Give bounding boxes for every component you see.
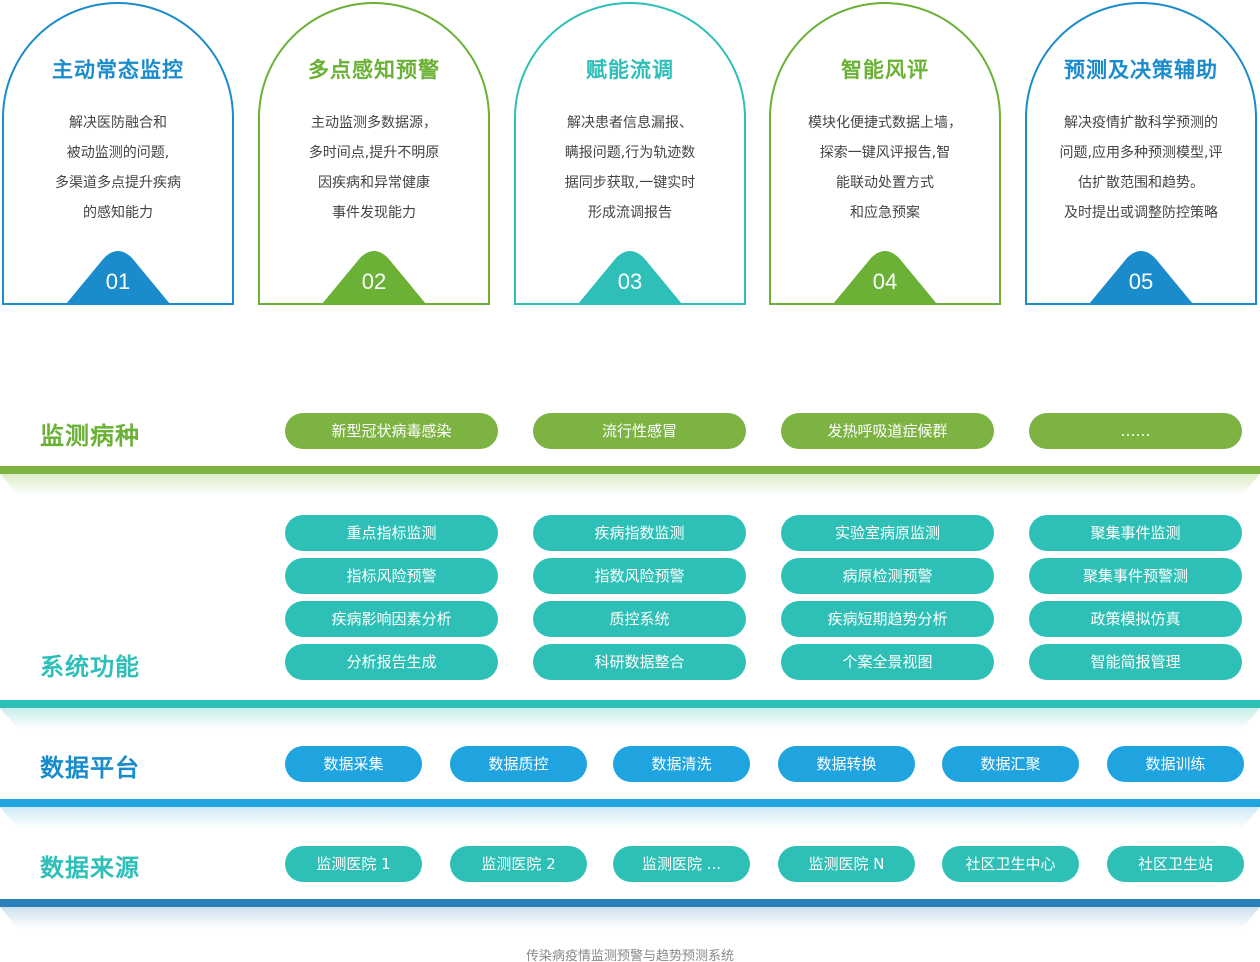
divider-shadow-diseases: [0, 474, 1260, 496]
card-description-line: 及时提出或调整防控策略: [1064, 205, 1218, 221]
card-number-badge: [578, 251, 682, 304]
feature-card-05: 预测及决策辅助解决疫情扩散科学预测的问题,应用多种预测模型,评估扩散范围和趋势。…: [1025, 2, 1257, 305]
function-tag: 实验室病原监测: [781, 515, 994, 551]
card-arch-frame: [769, 2, 1001, 305]
platform-tag: 数据汇聚: [942, 746, 1079, 782]
card-title: 赋能流调: [586, 58, 674, 82]
card-description-line: 被动监测的问题,: [66, 145, 170, 161]
divider-shadow-sources: [0, 907, 1260, 929]
function-tag: 疾病短期趋势分析: [781, 601, 994, 637]
section-label-sources: 数据来源: [40, 854, 140, 882]
divider-shadow-functions: [0, 708, 1260, 730]
card-description: 解决患者信息漏报、瞒报问题,行为轨迹数据同步获取,一键实时形成流调报告: [544, 108, 716, 228]
card-description-line: 模块化便捷式数据上墙，: [808, 115, 962, 131]
card-description-line: 据同步获取,一键实时: [564, 175, 696, 191]
card-description-line: 和应急预案: [850, 205, 920, 221]
card-description-line: 解决医防融合和: [69, 115, 167, 131]
card-arch-frame: [514, 2, 746, 305]
card-number: 04: [872, 269, 898, 294]
section-label-platform: 数据平台: [40, 754, 140, 782]
card-number-badge: [322, 251, 426, 304]
card-description-line: 瞒报问题,行为轨迹数: [564, 145, 696, 161]
card-description-line: 探索一键风评报告,智: [819, 145, 951, 161]
function-tag: 智能简报管理: [1029, 644, 1242, 680]
card-title: 智能风评: [841, 58, 929, 82]
function-tag: 重点指标监测: [285, 515, 498, 551]
card-description-line: 解决患者信息漏报、: [567, 115, 693, 131]
disease-tag: 发热呼吸道症候群: [781, 413, 994, 449]
card-title: 预测及决策辅助: [1064, 58, 1218, 82]
card-description-line: 解决疫情扩散科学预测的: [1064, 115, 1218, 131]
card-number: 05: [1128, 269, 1154, 294]
card-description: 解决疫情扩散科学预测的问题,应用多种预测模型,评估扩散范围和趋势。及时提出或调整…: [1055, 108, 1227, 228]
function-tag: 指标风险预警: [285, 558, 498, 594]
source-tag: 监测医院 1: [285, 846, 422, 882]
divider-bar-sources: [0, 899, 1260, 907]
card-arch-frame: [258, 2, 490, 305]
diagram-caption: 传染病疫情监测预警与趋势预测系统: [525, 949, 734, 962]
platform-tag: 数据采集: [285, 746, 422, 782]
function-tag: 个案全景视图: [781, 644, 994, 680]
source-tag: 监测医院 N: [778, 846, 915, 882]
function-tag: 疾病指数监测: [533, 515, 746, 551]
card-description-line: 主动监测多数据源，: [311, 115, 437, 131]
card-description-line: 形成流调报告: [588, 205, 672, 221]
card-description-line: 事件发现能力: [332, 205, 416, 221]
card-description: 模块化便捷式数据上墙， 探索一键风评报告,智能联动处置方式和应急预案: [799, 108, 971, 228]
section-label-diseases: 监测病种: [40, 422, 140, 450]
card-description-line: 多渠道多点提升疾病: [55, 175, 181, 191]
function-tag: 指数风险预警: [533, 558, 746, 594]
disease-tag: 流行性感冒: [533, 413, 746, 449]
function-tag: 聚集事件监测: [1029, 515, 1242, 551]
feature-card-03: 赋能流调解决患者信息漏报、瞒报问题,行为轨迹数据同步获取,一键实时形成流调报告 0…: [514, 2, 746, 305]
card-description-line: 能联动处置方式: [836, 175, 934, 191]
divider-bar-functions: [0, 700, 1260, 708]
function-tag: 疾病影响因素分析: [285, 601, 498, 637]
card-description-line: 估扩散范围和趋势。: [1078, 175, 1204, 191]
card-number: 03: [617, 269, 643, 294]
function-tag: 聚集事件预警测: [1029, 558, 1242, 594]
function-tag: 科研数据整合: [533, 644, 746, 680]
card-description: 解决医防融合和被动监测的问题, 多渠道多点提升疾病的感知能力: [32, 108, 204, 228]
platform-tag: 数据质控: [450, 746, 587, 782]
card-description-line: 因疾病和异常健康: [318, 175, 430, 191]
feature-card-02: 多点感知预警主动监测多数据源， 多时间点,提升不明原因疾病和异常健康事件发现能力 0…: [258, 2, 490, 305]
card-arch-frame: [1025, 2, 1257, 305]
source-tag: 社区卫生中心: [942, 846, 1079, 882]
divider-bar-diseases: [0, 466, 1260, 474]
section-label-functions: 系统功能: [40, 653, 140, 681]
card-number-badge: [1089, 251, 1193, 304]
card-description-line: 多时间点,提升不明原: [308, 145, 440, 161]
function-tag: 政策模拟仿真: [1029, 601, 1242, 637]
card-title: 主动常态监控: [52, 58, 184, 82]
source-tag: 监测医院 ...: [613, 846, 750, 882]
function-tag: 病原检测预警: [781, 558, 994, 594]
card-number: 02: [361, 269, 387, 294]
disease-tag: ……: [1029, 413, 1242, 449]
divider-bar-platform: [0, 799, 1260, 807]
source-tag: 社区卫生站: [1107, 846, 1244, 882]
feature-card-01: 主动常态监控解决医防融合和被动监测的问题, 多渠道多点提升疾病的感知能力 01: [1, 2, 234, 305]
disease-tag: 新型冠状病毒感染: [285, 413, 498, 449]
function-tag: 质控系统: [533, 601, 746, 637]
platform-tag: 数据训练: [1107, 746, 1244, 782]
card-description-line: 的感知能力: [83, 205, 153, 221]
source-tag: 监测医院 2: [450, 846, 587, 882]
card-description-line: 问题,应用多种预测模型,评: [1059, 145, 1223, 161]
platform-tag: 数据转换: [778, 746, 915, 782]
card-number: 01: [105, 269, 131, 294]
feature-card-04: 智能风评模块化便捷式数据上墙， 探索一键风评报告,智能联动处置方式和应急预案 04: [769, 2, 1001, 305]
divider-shadow-platform: [0, 807, 1260, 829]
card-arch-frame: [1, 2, 234, 305]
card-number-badge: [833, 251, 937, 304]
function-tag: 分析报告生成: [285, 644, 498, 680]
card-title: 多点感知预警: [308, 58, 440, 82]
platform-tag: 数据清洗: [613, 746, 750, 782]
card-description: 主动监测多数据源， 多时间点,提升不明原因疾病和异常健康事件发现能力: [288, 108, 460, 228]
card-number-badge: [66, 251, 170, 304]
